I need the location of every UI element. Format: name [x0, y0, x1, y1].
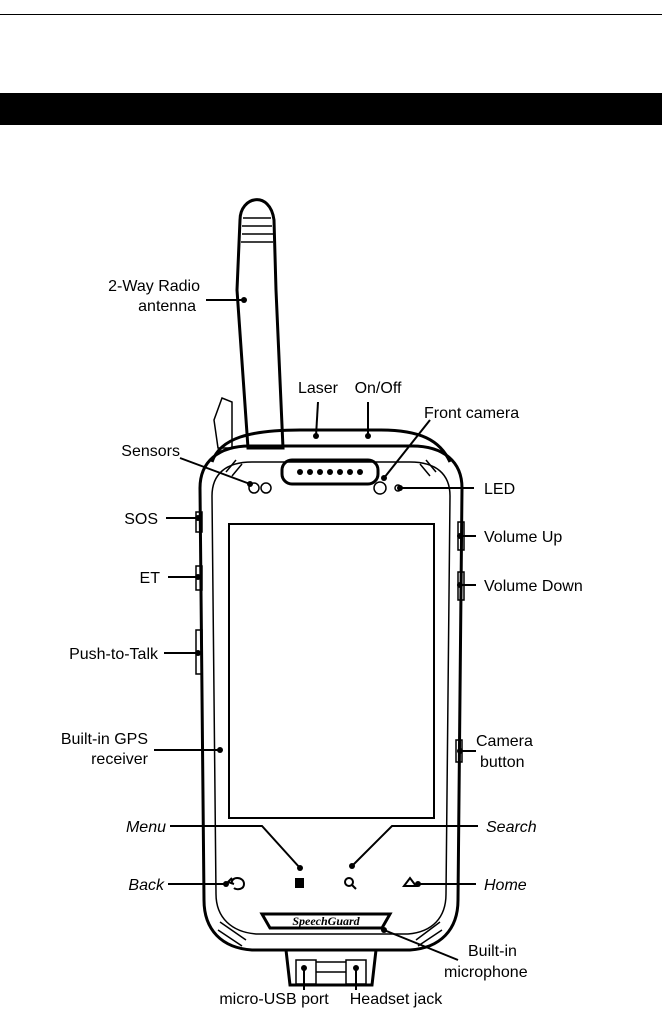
label-led: LED [484, 481, 515, 498]
sos-button [195, 511, 203, 533]
label-volume-up: Volume Up [484, 529, 562, 546]
label-antenna-line2: antenna [138, 298, 196, 315]
label-sensors: Sensors [121, 443, 180, 460]
label-front-camera: Front camera [424, 405, 519, 422]
label-sos: SOS [124, 511, 158, 528]
label-laser: Laser [298, 380, 339, 397]
search-icon [344, 877, 357, 890]
home-icon [402, 876, 418, 887]
earpiece [280, 458, 380, 486]
label-camera-button-line2: button [480, 754, 524, 771]
label-et: ET [140, 570, 161, 587]
label-mic-line1: Built-in [468, 943, 517, 960]
label-search: Search [486, 819, 537, 836]
callout-lines [154, 297, 478, 990]
front-camera [373, 481, 387, 495]
label-gps-line1: Built-in GPS [61, 731, 148, 748]
label-gps-line2: receiver [91, 751, 149, 768]
header-bar [0, 93, 662, 125]
top-rule [0, 14, 662, 15]
screen [228, 523, 435, 819]
labels: 2-Way Radio antenna Laser On/Off Front c… [61, 278, 583, 1008]
label-menu: Menu [126, 819, 166, 836]
brand-logo: SpeechGuard [292, 914, 360, 928]
label-on-off: On/Off [355, 380, 402, 397]
label-antenna-line1: 2-Way Radio [108, 278, 200, 295]
label-mic-line2: microphone [444, 964, 528, 981]
sensor-right [260, 482, 272, 494]
menu-icon [295, 878, 304, 888]
antenna [235, 198, 285, 450]
label-home: Home [484, 877, 527, 894]
phone-body [198, 444, 464, 952]
sensor-left [248, 482, 260, 494]
label-push-to-talk: Push-to-Talk [69, 646, 159, 663]
label-camera-button-line1: Camera [476, 733, 533, 750]
label-headset-jack: Headset jack [350, 991, 443, 1008]
label-micro-usb: micro-USB port [219, 991, 329, 1008]
label-volume-down: Volume Down [484, 578, 583, 595]
back-icon [226, 877, 246, 891]
label-back: Back [128, 877, 165, 894]
phone-drawing: SpeechGuard [195, 198, 465, 987]
